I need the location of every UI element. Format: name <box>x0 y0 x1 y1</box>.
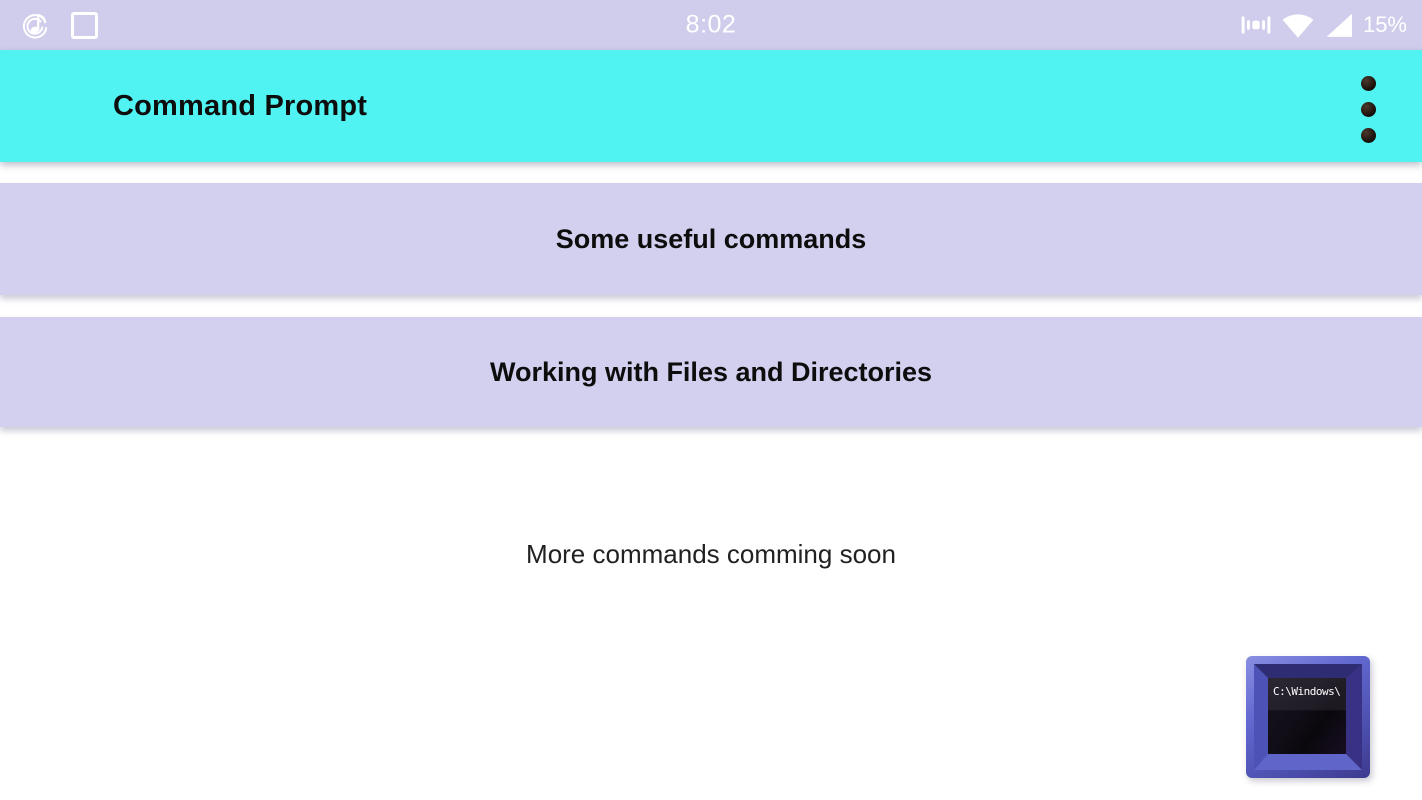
status-bar: 8:02 15% <box>0 0 1422 50</box>
menu-item-label: Some useful commands <box>555 223 867 254</box>
page-title: Command Prompt <box>113 89 368 122</box>
square-outline-notification-icon <box>71 11 98 39</box>
overflow-dot <box>1361 128 1376 143</box>
clock: 8:02 <box>685 10 737 39</box>
menu-item-label: Working with Files and Directories <box>489 356 933 387</box>
coming-soon-text: More commands comming soon <box>526 539 896 569</box>
cellular-signal-icon <box>1326 13 1352 37</box>
wifi-icon <box>1282 14 1314 38</box>
overflow-dot <box>1361 102 1376 117</box>
logo-terminal-screen: C:\Windows\ <box>1268 678 1346 754</box>
overflow-dot <box>1361 76 1376 91</box>
overflow-menu-button[interactable] <box>1359 74 1378 145</box>
logo-bevel-frame: C:\Windows\ <box>1254 664 1362 770</box>
menu-list: Some useful commands Working with Files … <box>0 183 1422 427</box>
logo-screen-text: C:\Windows\ <box>1273 685 1341 698</box>
app-bar: Command Prompt <box>0 50 1422 162</box>
music-note-notification-icon <box>22 14 48 39</box>
status-bar-notification-icons <box>0 7 98 43</box>
status-bar-system-icons: 15% <box>1241 0 1407 50</box>
command-prompt-app-logo: C:\Windows\ <box>1246 656 1370 778</box>
vibrate-icon <box>1241 16 1271 34</box>
menu-item-some-useful-commands[interactable]: Some useful commands <box>0 183 1422 295</box>
battery-percent: 15% <box>1362 12 1407 37</box>
menu-item-working-with-files-and-directories[interactable]: Working with Files and Directories <box>0 317 1422 427</box>
